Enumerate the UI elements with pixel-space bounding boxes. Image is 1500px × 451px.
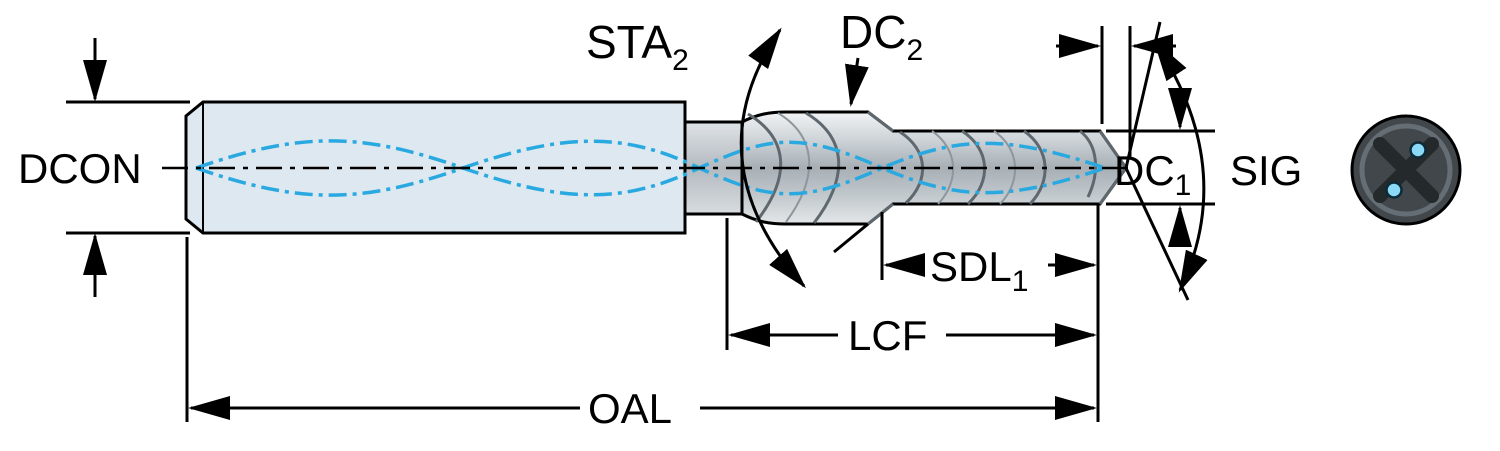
dc2-label: DC2 [840, 6, 923, 67]
sig-dimension: SIG [1124, 21, 1302, 301]
sta2-dimension: STA2 [586, 16, 869, 289]
dcon-label: DCON [18, 145, 142, 192]
dc2-dimension: DC2 [840, 6, 923, 107]
oal-label: OAL [588, 385, 672, 432]
sig-label: SIG [1230, 147, 1302, 194]
coolant-helix-lines [195, 139, 1106, 197]
drill-end-view [1350, 114, 1462, 226]
sdl1-label: SDL1 [930, 243, 1028, 298]
end-view-margin-ring [1359, 123, 1453, 217]
drill-side-view [162, 100, 1135, 235]
dc1-label: DC1 [1114, 147, 1191, 202]
oal-dimension: OAL [185, 237, 1097, 432]
coolant-helix-lower [195, 139, 1106, 197]
lcf-label: LCF [848, 312, 927, 359]
dc1-dimension: DC1 [1106, 88, 1215, 247]
coolant-helix-upper [195, 139, 1106, 197]
coolant-hole-top [1409, 141, 1427, 159]
dcon-dimension: DCON [18, 38, 190, 297]
end-view-center [1397, 161, 1415, 179]
sta2-label: STA2 [586, 16, 689, 77]
coolant-hole-bottom [1385, 181, 1403, 199]
sdl1-dimension: SDL1 [880, 205, 1100, 422]
lcf-dimension: LCF [725, 218, 1097, 359]
